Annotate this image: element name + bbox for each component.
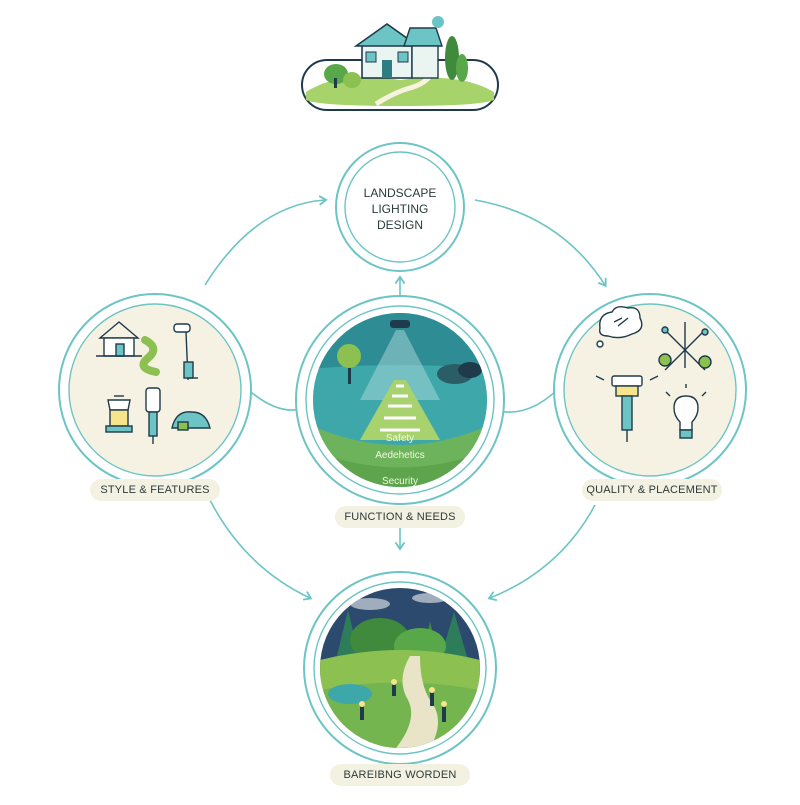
shrub-light-icon [171, 411, 211, 431]
light-bulb-icon [665, 384, 707, 439]
stake-light-icon [145, 387, 161, 444]
layer-safety-label: Safety [385, 433, 415, 444]
title-line-2: LIGHTING [371, 202, 429, 216]
house-icon [96, 321, 142, 357]
quality-placement-label: QUALITY & PLACEMENT [582, 479, 722, 501]
flow-arrows [204, 195, 607, 601]
arrow-left-to-bottom [204, 489, 313, 601]
wall-light-icon [173, 323, 198, 381]
arrow-top-to-right [474, 199, 607, 288]
thought-bubble-icon [596, 305, 643, 348]
garden-path-icon [139, 336, 160, 376]
arrow-left-to-top [204, 195, 328, 286]
lantern-icon [105, 395, 133, 433]
bottom-node-label: BAREIBNG WORDEN [330, 764, 470, 786]
title-line-1: LANDSCAPE [363, 186, 437, 200]
style-features-label: STYLE & FEATURES [90, 479, 220, 501]
title-node [335, 142, 465, 272]
arrow-right-to-bottom [487, 504, 596, 601]
function-needs-label: FUNCTION & NEEDS [335, 506, 465, 528]
garden-scene-node [303, 571, 497, 765]
style-features-node [58, 293, 252, 487]
title-line-3: DESIGN [376, 218, 423, 232]
diagram-title: LANDSCAPE LIGHTING DESIGN [350, 185, 450, 233]
layer-aesthetics-label: Aedehetics [375, 450, 425, 461]
function-needs-node [295, 295, 505, 505]
quality-placement-node [553, 293, 747, 487]
path-light-fixture-icon [595, 375, 659, 442]
layer-security-label: Security [381, 476, 419, 487]
house-illustration [301, 16, 499, 111]
direction-arrows-icon [658, 322, 712, 371]
